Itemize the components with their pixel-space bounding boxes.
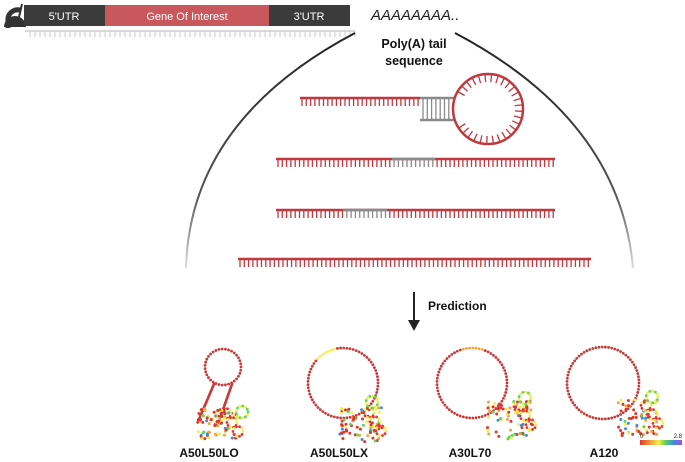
colorbar-max: 2.8 <box>674 434 683 440</box>
structure-label-4: A120 <box>590 446 619 460</box>
label-5utr: 5'UTR <box>49 11 80 23</box>
mrna-construct: 5'UTR Gene Of Interest 3'UTR AAAAAAAA.. <box>4 3 459 37</box>
strand-2 <box>276 157 555 167</box>
strands-group <box>238 72 591 267</box>
structure-a120 <box>565 345 665 437</box>
label-3utr: 3'UTR <box>294 11 325 23</box>
mrna-backbone-ticks <box>29 31 356 37</box>
strand-3 <box>276 208 555 218</box>
predicted-structures <box>196 345 665 444</box>
segment-3utr <box>269 5 350 26</box>
colorbar: 0 2.8 <box>640 434 683 445</box>
arch-left <box>185 32 356 269</box>
segment-gene <box>105 5 269 26</box>
structure-a50l50lx <box>306 346 388 444</box>
strand-4 <box>238 257 591 267</box>
polya-tail-text: AAAAAAAA.. <box>370 7 459 24</box>
title-line1: Poly(A) tail <box>381 37 446 51</box>
structure-label-2: A50L50LX <box>310 446 368 460</box>
structure-a50l50lo <box>196 347 250 441</box>
colorbar-gradient <box>640 440 682 445</box>
prediction-arrow <box>408 292 420 331</box>
structure-a30l70 <box>435 346 538 441</box>
title-line2: sequence <box>385 54 443 68</box>
arrow-down-icon <box>408 320 420 331</box>
strand-hairpin <box>300 72 525 146</box>
segment-5utr <box>24 5 105 26</box>
label-gene: Gene Of Interest <box>146 11 227 23</box>
colorbar-min: 0 <box>640 434 644 440</box>
structure-label-3: A30L70 <box>449 446 492 460</box>
prediction-label: Prediction <box>428 299 487 313</box>
structure-label-1: A50L50LO <box>179 446 238 460</box>
arch-right <box>454 32 634 269</box>
